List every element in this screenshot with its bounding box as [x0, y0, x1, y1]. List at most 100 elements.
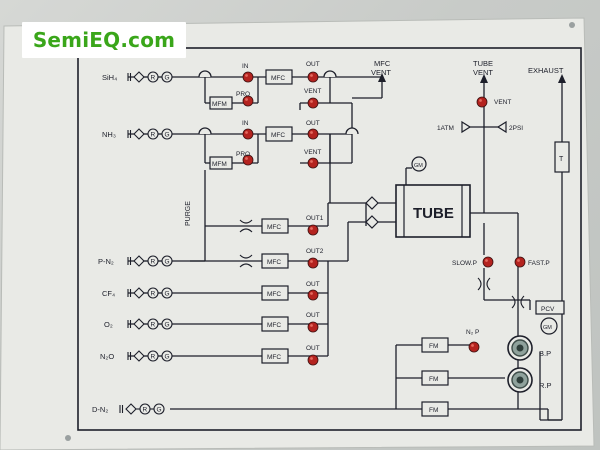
mfc-label: MFC — [267, 322, 281, 329]
label-in: IN — [242, 120, 249, 127]
label-n2p: N₂ P — [466, 329, 479, 336]
mfm-box — [209, 156, 233, 170]
mfc-box — [261, 218, 289, 234]
label-in: IN — [242, 63, 249, 70]
regulator-r-label: R — [143, 407, 148, 414]
indicator-lamp-icon — [307, 289, 319, 301]
indicator-lamp-icon — [307, 97, 319, 109]
gm-gauge — [411, 156, 427, 172]
indicator-lamp-icon — [242, 71, 254, 83]
fm-label: FM — [429, 343, 438, 350]
gas-label-dn2: D-N₂ — [92, 405, 108, 414]
label-out: OUT — [306, 345, 320, 352]
lamp-highlight — [517, 259, 520, 262]
mfc-label: MFC — [267, 354, 281, 361]
indicator-lamp-icon — [307, 224, 319, 236]
regulator-g-label: G — [165, 132, 170, 139]
indicator-lamp-icon — [307, 128, 319, 140]
flow-arrows — [378, 73, 566, 83]
label-out: OUT — [306, 61, 320, 68]
mfc-box — [265, 126, 293, 142]
indicator-lamp-icon — [307, 321, 319, 333]
gauge-icon — [153, 403, 165, 415]
gas-label-cf4: CF₄ — [102, 289, 115, 298]
label-out1: OUT1 — [306, 215, 324, 222]
lamp-highlight — [310, 260, 313, 263]
lamp-highlight — [485, 259, 488, 262]
valve-diamond-icon — [133, 350, 145, 362]
lamp-highlight — [310, 160, 313, 163]
mfc-box — [261, 348, 289, 364]
arrow-up-icon — [378, 73, 386, 82]
check-valve-icon — [496, 120, 507, 134]
gauge-icon — [161, 287, 173, 299]
fm-box — [421, 401, 449, 417]
gas-label-sih4: SiH₄ — [102, 73, 117, 82]
valve-diamond-icon — [133, 318, 145, 330]
valve-diamond-icon — [125, 403, 137, 415]
valve-diamond-icon — [133, 128, 145, 140]
regulator-r-label: R — [151, 259, 156, 266]
panel-screw — [569, 22, 575, 28]
rp-label: R.P — [539, 381, 552, 390]
flow-restrictors — [239, 219, 525, 309]
label-vent: VENT — [304, 149, 321, 156]
filter-label: T — [559, 156, 564, 163]
label-pro: PRO — [236, 151, 250, 158]
regulator-g-label: G — [157, 407, 162, 414]
mfc-label: MFC — [271, 75, 285, 82]
header-mfc-vent-1: MFC — [374, 59, 391, 68]
indicator-lamp-icon — [242, 128, 254, 140]
lamp-highlight — [310, 100, 313, 103]
brand-text: SemiEQ.com — [32, 28, 176, 52]
pcv-label: PCV — [541, 306, 555, 313]
bp-label: B.P — [539, 349, 551, 358]
lamp-highlight — [471, 344, 474, 347]
check-valve-icon — [461, 120, 472, 134]
regulator-g-label: G — [165, 322, 170, 329]
mfc-box — [261, 253, 289, 269]
label-fast-p: FAST.P — [528, 260, 550, 267]
indicator-lamp-icon — [476, 96, 488, 108]
panel-labels: SiH₄ NH₃ P-N₂ CF₄ O₂ N₂O D-N₂ IN IN OUT … — [92, 59, 564, 414]
label-1atm: 1ATM — [437, 125, 454, 132]
fm-label: FM — [429, 407, 438, 414]
label-vent: VENT — [304, 88, 321, 95]
gas-label-pn2: P-N₂ — [98, 257, 114, 266]
regulator-g-label: G — [165, 354, 170, 361]
valve-diamond-icon — [365, 196, 379, 210]
lamp-highlight — [310, 324, 313, 327]
purge-label: PURGE — [185, 201, 192, 226]
mfc-label: MFC — [267, 259, 281, 266]
indicator-lamp-icon — [468, 341, 480, 353]
label-vent: VENT — [494, 99, 511, 106]
label-pro: PRO — [236, 91, 250, 98]
lamp-highlight — [310, 74, 313, 77]
mfc-box — [261, 285, 289, 301]
valve-diamond-icon — [133, 287, 145, 299]
gas-label-o2: O₂ — [104, 320, 113, 329]
diagram-border — [77, 47, 582, 431]
lamp-highlight — [310, 227, 313, 230]
header-tube-vent-2: VENT — [473, 68, 493, 77]
mfc-label: MFC — [267, 224, 281, 231]
gm-gauge-exhaust — [540, 317, 558, 335]
gm-label: GM — [543, 325, 552, 331]
tube-label: TUBE — [413, 205, 454, 222]
panel-plate — [0, 17, 595, 450]
label-2psi: 2PSI — [509, 125, 523, 132]
mfm-box — [209, 96, 233, 110]
valve-diamond-icon — [133, 255, 145, 267]
fm-box — [421, 337, 449, 353]
regulator-r-label: R — [151, 354, 156, 361]
valve-diamond-icon — [133, 71, 145, 83]
gas-label-nh3: NH₃ — [102, 130, 116, 139]
mfc-box — [265, 69, 293, 85]
gauge-icon — [161, 128, 173, 140]
